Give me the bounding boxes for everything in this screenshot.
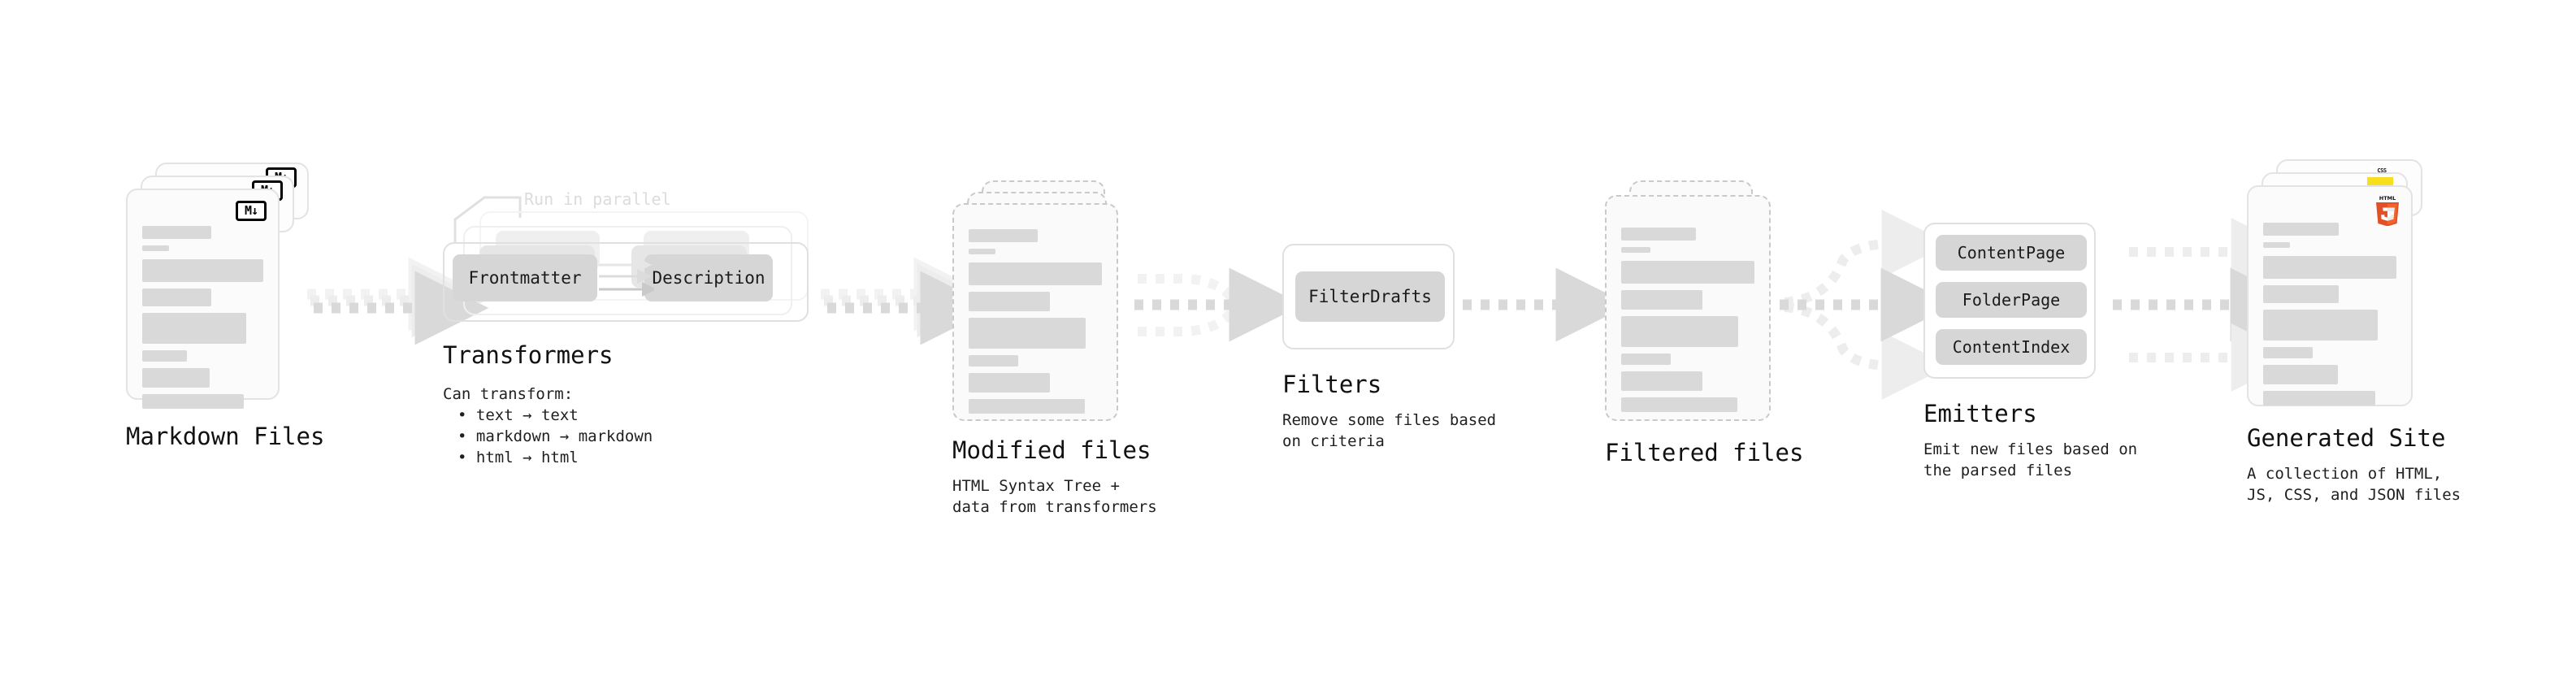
stage-title-modified-files: Modified files	[952, 436, 1151, 464]
stage-generated-site: CSS HTML	[2247, 159, 2461, 504]
transformers-subtitle: Can transform:	[443, 385, 574, 403]
site-file-content	[2263, 223, 2396, 412]
connector-modified-to-filters	[1134, 267, 1303, 342]
emitters-panel: ContentPage FolderPage ContentIndex	[1923, 223, 2096, 379]
content-bar	[969, 355, 1018, 367]
stage-title-markdown-files: Markdown Files	[126, 423, 325, 450]
content-bar	[142, 368, 210, 388]
generated-site-subtitle: A collection of HTML, JS, CSS, and JSON …	[2247, 465, 2461, 504]
content-bar	[2263, 347, 2313, 358]
run-in-parallel-note: Run in parallel	[524, 189, 671, 209]
emitter-chip-folderpage[interactable]: FolderPage	[1936, 282, 2087, 318]
site-file-front: HTML	[2247, 185, 2413, 406]
markdown-badge: M↓	[236, 201, 267, 221]
filters-subtitle: Remove some files based on criteria	[1282, 411, 1497, 450]
content-bar	[2263, 365, 2338, 384]
stage-filtered-files: Filtered files	[1605, 180, 1803, 466]
content-bar	[969, 262, 1102, 285]
stage-title-emitters: Emitters	[1923, 400, 2037, 427]
filtered-file-content	[1621, 228, 1754, 419]
content-bar	[969, 318, 1086, 349]
content-bar	[1621, 247, 1651, 253]
transformer-chip-frontmatter[interactable]: Frontmatter	[453, 254, 597, 301]
stage-title-generated-site: Generated Site	[2247, 424, 2446, 452]
stage-title-transformers: Transformers	[443, 341, 614, 369]
markdown-file-content	[142, 226, 263, 415]
content-bar	[1621, 316, 1739, 347]
transformers-bullet-2: • html → html	[458, 449, 579, 466]
content-bar	[142, 313, 247, 344]
content-bar	[142, 350, 188, 362]
transformers-bullet-1: • markdown → markdown	[458, 427, 653, 445]
filter-chip-filterdrafts[interactable]: FilterDrafts	[1295, 271, 1445, 322]
connector-filtered-to-emitters	[1780, 210, 1955, 400]
stage-title-filtered-files: Filtered files	[1605, 439, 1804, 466]
connector-transformers-to-modified	[821, 257, 995, 345]
content-bar	[1621, 290, 1703, 310]
modified-file-content	[969, 229, 1102, 420]
html5-badge: HTML	[2374, 193, 2401, 227]
transformer-chip-description[interactable]: Description	[644, 254, 773, 301]
markdown-file-front: M↓	[126, 189, 280, 409]
content-bar	[142, 394, 245, 409]
content-bar	[142, 288, 211, 306]
filtered-file-stack	[1605, 180, 1792, 424]
content-bar	[969, 399, 1085, 414]
content-bar	[1621, 397, 1737, 412]
content-bar	[1621, 261, 1754, 284]
connector-markdown-to-transformers	[307, 257, 489, 345]
modified-file-stack	[952, 180, 1139, 424]
content-bar	[2263, 391, 2375, 406]
emitter-chip-contentindex[interactable]: ContentIndex	[1936, 329, 2087, 365]
content-bar	[969, 229, 1039, 242]
site-file-stack: CSS HTML	[2247, 159, 2442, 407]
content-bar	[2263, 256, 2396, 279]
emitters-subtitle: Emit new files based on the parsed files	[1923, 440, 2138, 479]
content-bar	[1621, 354, 1671, 365]
html5-wordmark: HTML	[2379, 195, 2396, 202]
content-bar	[2263, 310, 2379, 340]
stage-modified-files: Modified files HTML Syntax Tree + data f…	[952, 180, 1157, 516]
content-bar	[2263, 223, 2340, 236]
content-bar	[2263, 285, 2340, 303]
stage-title-filters: Filters	[1282, 371, 1382, 398]
content-bar	[969, 249, 995, 254]
content-bar	[2263, 242, 2290, 248]
modified-files-subtitle: HTML Syntax Tree + data from transformer…	[952, 477, 1157, 516]
connector-emitters-to-site	[2113, 218, 2305, 392]
markdown-file-stack: M↓ M↓ M↓	[126, 163, 309, 410]
filtered-file-front	[1605, 195, 1771, 421]
transformer-panel-front	[443, 242, 809, 322]
content-bar	[969, 292, 1051, 311]
emitter-chip-contentpage[interactable]: ContentPage	[1936, 235, 2087, 271]
content-bar	[142, 245, 169, 251]
content-bar	[142, 226, 211, 239]
content-bar	[142, 259, 263, 282]
modified-file-front	[952, 203, 1118, 421]
content-bar	[969, 373, 1051, 393]
filters-panel: FilterDrafts	[1282, 244, 1455, 349]
content-bar	[1621, 371, 1703, 391]
stage-markdown-files: M↓ M↓ M↓ Markdown Files	[126, 163, 324, 450]
content-bar	[1621, 228, 1696, 241]
transformer-internal-arrows	[599, 258, 654, 297]
transformers-bullet-0: • text → text	[458, 406, 579, 424]
